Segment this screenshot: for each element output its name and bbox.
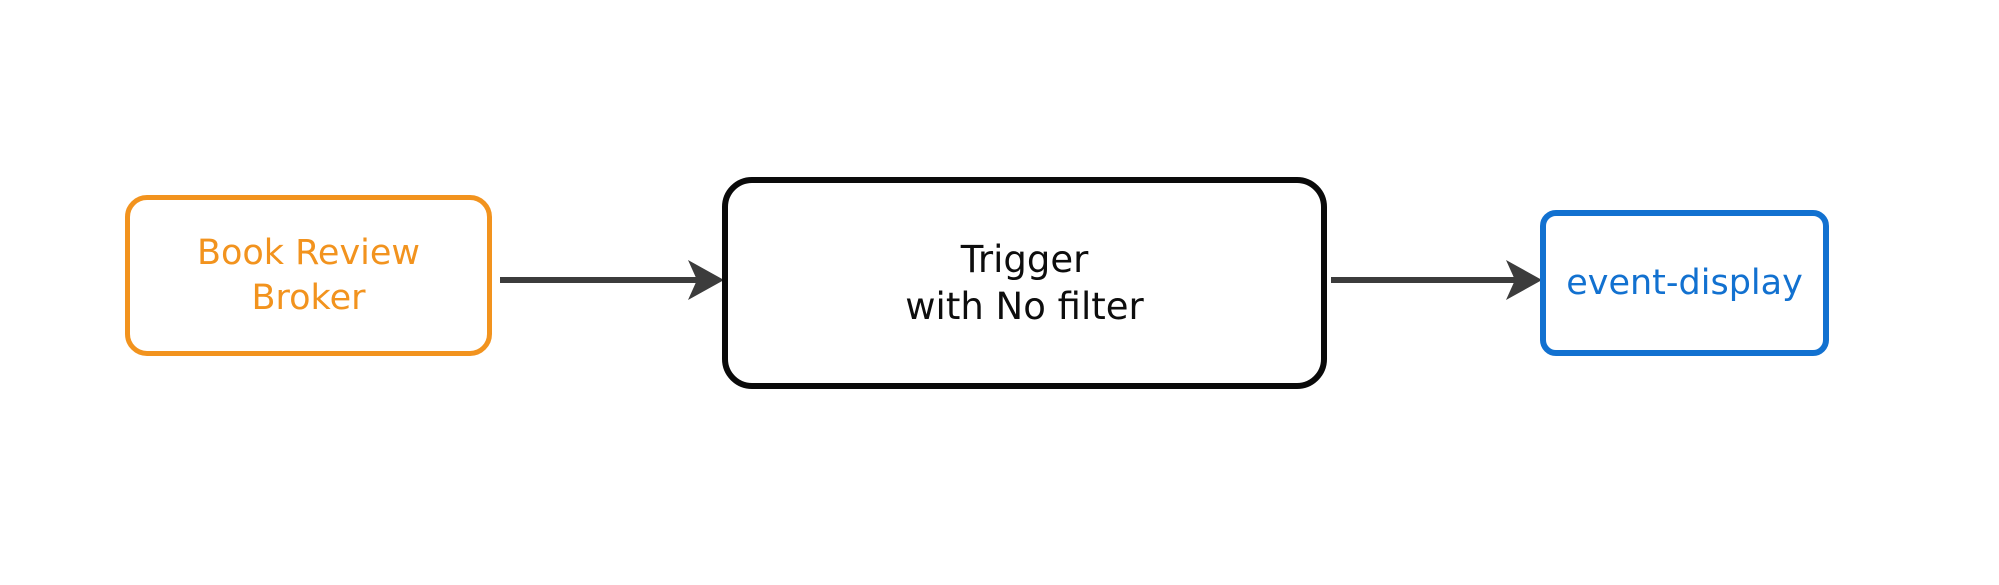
node-book-review-broker[interactable]: Book Review Broker bbox=[125, 195, 492, 356]
edge-trigger-to-event-display bbox=[1323, 250, 1545, 310]
node-trigger-with-no-filter[interactable]: Trigger with No filter bbox=[722, 177, 1327, 389]
node-event-display[interactable]: event-display bbox=[1540, 210, 1829, 356]
edge-trigger-to-event-display-arrow-icon bbox=[1331, 260, 1542, 300]
node-broker-label-line-2: Broker bbox=[251, 277, 366, 318]
edge-broker-to-trigger-arrow-icon bbox=[500, 260, 724, 300]
edge-broker-to-trigger bbox=[492, 250, 727, 310]
node-trigger-label-line-1: Trigger bbox=[960, 237, 1089, 281]
node-trigger-label-line-2: with No filter bbox=[905, 285, 1144, 328]
node-broker-label-line-1: Book Review bbox=[196, 232, 421, 273]
node-event-display-label: event-display bbox=[1566, 262, 1803, 303]
